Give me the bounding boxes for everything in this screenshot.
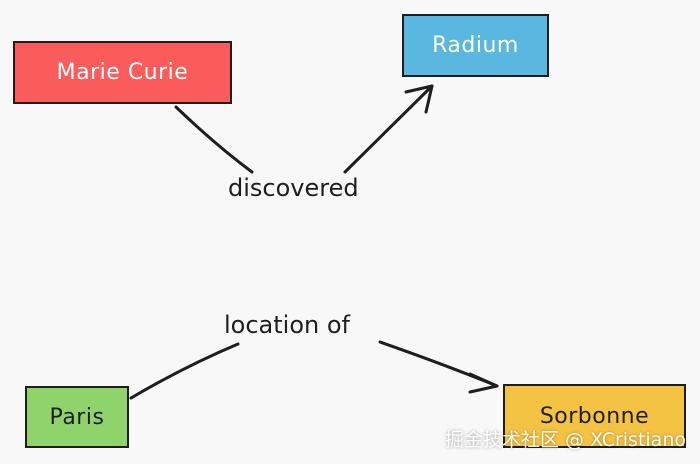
node-radium[interactable]: Radium xyxy=(402,14,549,77)
node-sorbonne[interactable]: Sorbonne xyxy=(503,384,686,448)
node-marie-curie-label: Marie Curie xyxy=(56,60,189,85)
node-paris[interactable]: Paris xyxy=(25,386,129,448)
node-sorbonne-label: Sorbonne xyxy=(539,403,650,429)
node-marie-curie[interactable]: Marie Curie xyxy=(13,41,232,104)
edge-location-in xyxy=(129,342,240,400)
node-radium-label: Radium xyxy=(432,33,519,58)
edge-discovered-arrowhead xyxy=(404,84,434,114)
edge-location-arrowhead xyxy=(468,372,499,394)
node-paris-label: Paris xyxy=(49,404,105,430)
watermark: 掘金技术社区 @ XCristiano xyxy=(444,429,686,451)
edge-label-location-of: location of xyxy=(224,311,350,339)
edge-label-discovered: discovered xyxy=(228,174,359,202)
edge-discovered-in xyxy=(174,105,254,174)
edge-discovered-out xyxy=(343,84,434,174)
